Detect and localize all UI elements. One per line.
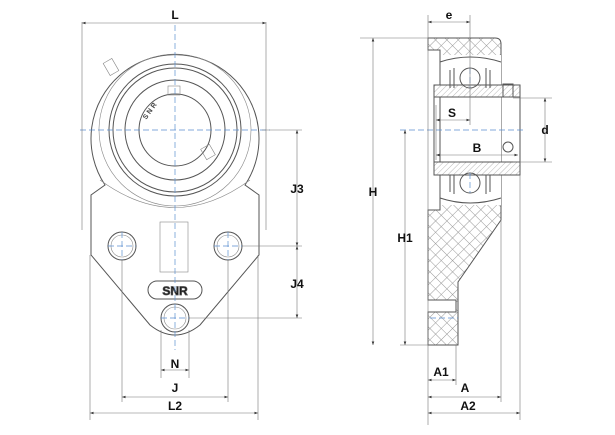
dim-J: J (172, 381, 179, 395)
inner-ring-top (433, 84, 521, 98)
dim-H: H (369, 185, 378, 199)
dim-H1: H1 (397, 231, 413, 245)
lubrication-hole (502, 141, 514, 153)
dim-d: d (541, 123, 548, 137)
dim-B: B (473, 141, 482, 155)
web-rib (159, 221, 189, 273)
dim-A2: A2 (460, 399, 476, 413)
set-screw-side (502, 83, 514, 98)
dim-L: L (171, 8, 178, 22)
grease-nipple (102, 58, 120, 76)
bore-section (433, 96, 521, 163)
rib-outline (99, 179, 251, 208)
flange-outline (90, 54, 260, 336)
dim-N: N (171, 357, 180, 371)
side-view: e S B d H H1 A1 A A2 (360, 8, 552, 425)
dim-J4: J4 (290, 277, 304, 291)
dim-S: S (448, 106, 456, 120)
dim-A: A (461, 381, 470, 395)
inner-ring-bottom (433, 161, 521, 176)
dim-J3: J3 (290, 182, 304, 196)
set-screw-2 (200, 143, 216, 161)
front-view: S N R SNR L L2 J N J3 J4 (80, 8, 304, 420)
set-screw (167, 85, 181, 96)
dim-e: e (446, 8, 453, 22)
dim-A1: A1 (433, 365, 449, 379)
dim-L2: L2 (168, 399, 182, 413)
